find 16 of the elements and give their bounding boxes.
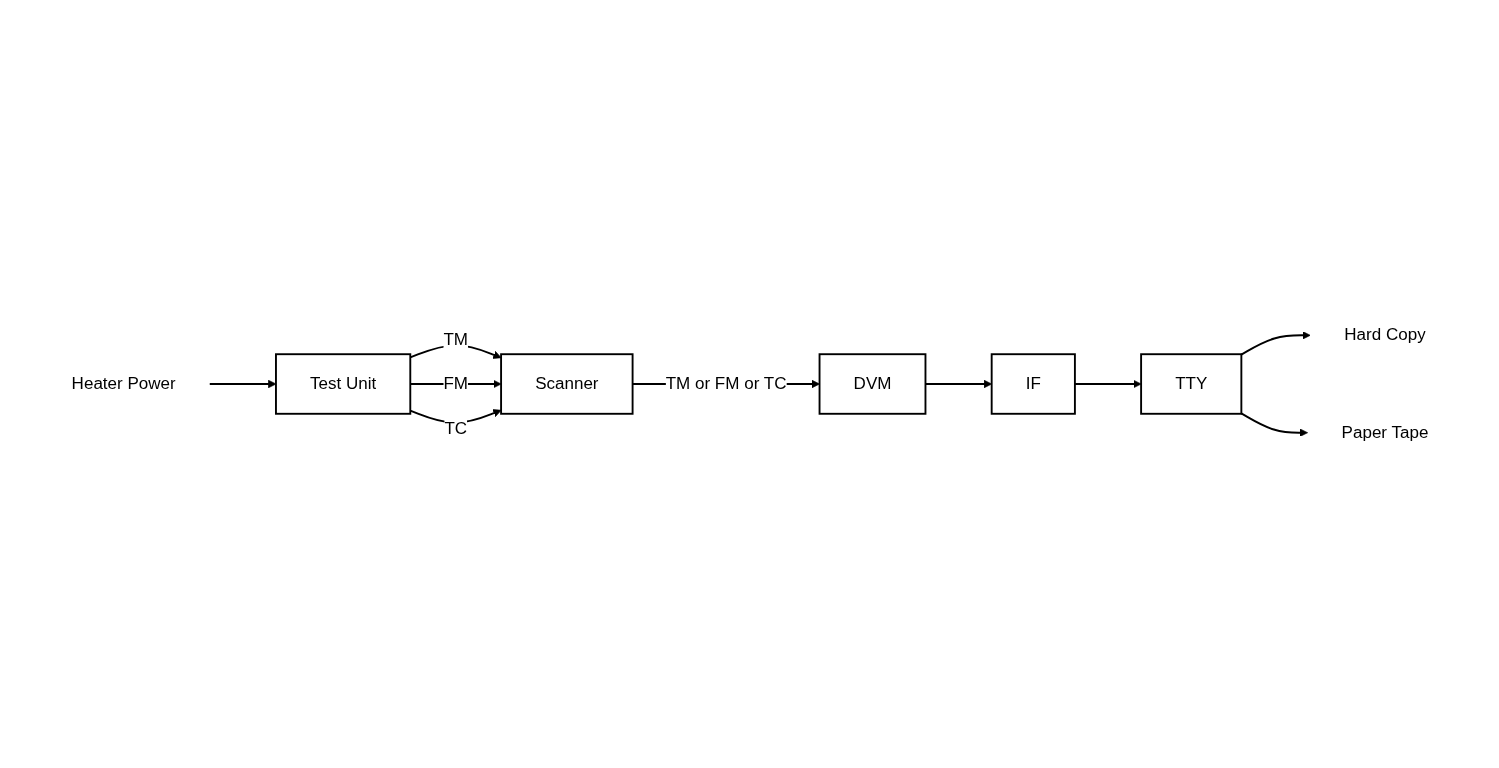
- node-box: DVM: [818, 353, 926, 415]
- edge-label: FM: [442, 374, 468, 393]
- node-box: IF: [990, 353, 1076, 415]
- edge-label: TM or FM or TC: [665, 374, 786, 393]
- edge-label: TM: [442, 329, 468, 349]
- arrow: [924, 379, 992, 389]
- node-box: TTY: [1139, 353, 1242, 415]
- node-box: Scanner: [499, 353, 634, 415]
- node-text: Hard Copy: [1343, 325, 1426, 345]
- node-text: Paper Tape: [1341, 422, 1428, 442]
- edge-label: TC: [443, 418, 467, 438]
- arrow: [208, 379, 276, 389]
- node-box: Test Unit: [274, 353, 411, 415]
- arrow: [1239, 412, 1308, 437]
- node-text: Heater Power: [71, 374, 176, 393]
- arrow: [1239, 331, 1311, 356]
